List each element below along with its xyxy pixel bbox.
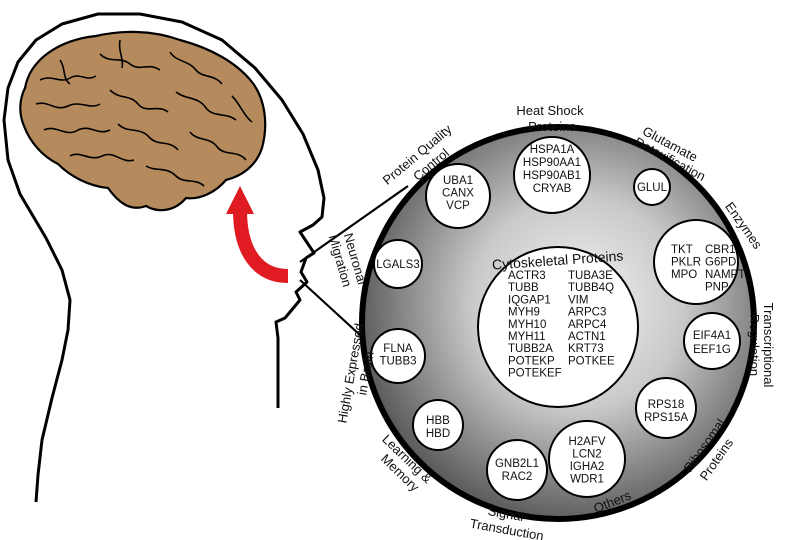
center-gene-right: VIM — [568, 294, 588, 306]
center-gene-left: MYH11 — [508, 331, 546, 343]
center-gene-left: MYH10 — [508, 319, 546, 331]
center-bubble — [477, 246, 639, 408]
gene-label: CANX — [442, 188, 474, 200]
gene-label: RPS15A — [644, 412, 688, 424]
gene-label: NAMPT — [705, 269, 745, 281]
bubble-highly-expressed-brain — [370, 328, 426, 384]
gene-label: EIF4A1 — [693, 330, 731, 342]
bubble-transcriptional-regulation — [683, 312, 741, 370]
center-gene-left: TUBB — [508, 282, 539, 294]
bubble-others — [548, 420, 626, 498]
center-genes-left: ACTR3TUBBIQGAP1MYH9MYH10MYH11TUBB2APOTEK… — [508, 270, 562, 380]
category-label: Signal — [487, 503, 525, 524]
gene-label: G6PD — [705, 257, 736, 269]
category-label: Regulation — [747, 314, 762, 376]
category-label: Heat Shock — [516, 103, 584, 118]
center-gene-right: TUBB4Q — [568, 282, 614, 294]
center-gene-right: ACTN1 — [568, 331, 606, 343]
category-label: Proteins — [528, 119, 576, 134]
gene-label: RPS18 — [648, 399, 684, 411]
gene-label: UBA1 — [443, 175, 473, 187]
gene-label: VCP — [446, 200, 470, 212]
bubble-neuronal-migration — [373, 239, 423, 289]
center-gene-left: IQGAP1 — [508, 294, 551, 306]
center-gene-right: TUBA3E — [568, 270, 613, 282]
center-gene-right: ARPC3 — [568, 307, 606, 319]
gene-label: IGHA2 — [570, 461, 605, 473]
bubble-protein-quality-control — [425, 163, 491, 229]
gene-label: GLUL — [637, 182, 668, 194]
gene-label: HSPA1A — [530, 144, 575, 156]
center-gene-right: POTKEE — [568, 355, 615, 367]
gene-label: TUBB3 — [379, 356, 416, 368]
head-outline — [2, 12, 326, 503]
gene-label: HSP90AA1 — [523, 157, 581, 169]
gene-label: WDR1 — [570, 474, 604, 486]
red-arrow-head — [226, 186, 254, 214]
gene-label: HSP90AB1 — [523, 170, 581, 182]
gene-label: GNB2L1 — [495, 458, 539, 470]
bubble-glutamate-detoxification — [633, 168, 671, 206]
gene-label: CBR1 — [705, 244, 736, 256]
center-gene-left: TUBB2A — [508, 343, 553, 355]
center-gene-left: POTEKEF — [508, 368, 562, 380]
gene-label: CRYAB — [533, 183, 572, 195]
center-gene-right: ARPC4 — [568, 319, 607, 331]
center-gene-left: ACTR3 — [508, 270, 546, 282]
gene-label: PKLR — [671, 257, 701, 269]
bubble-enzymes — [653, 219, 739, 305]
gene-label: PNP — [705, 282, 729, 294]
gene-label: LGALS3 — [376, 259, 419, 271]
center-gene-left: POTEKP — [508, 355, 555, 367]
zoom-line-top — [299, 185, 409, 263]
brain-folds — [35, 39, 253, 187]
gene-label: FLNA — [383, 343, 413, 355]
bubble-ribosomal-proteins — [635, 377, 697, 439]
group-glutamate-detoxification: GLUL — [633, 168, 671, 206]
gene-label: H2AFV — [568, 436, 605, 448]
category-label: Transcriptional — [761, 303, 776, 388]
bubble-learning-memory — [412, 399, 464, 451]
gene-label: RAC2 — [502, 471, 533, 483]
gene-label: HBB — [426, 415, 450, 427]
center-gene-left: MYH9 — [508, 307, 540, 319]
gene-label: LCN2 — [572, 449, 601, 461]
center-genes-right: TUBA3ETUBB4QVIMARPC3ARPC4ACTN1KRT73POTKE… — [568, 270, 615, 367]
red-arrow-shaft — [233, 209, 289, 283]
gene-label: TKT — [671, 244, 693, 256]
center-gene-right: KRT73 — [568, 343, 604, 355]
brain-shape — [19, 30, 267, 212]
bubble-heat-shock — [513, 136, 591, 214]
gene-label: EEF1G — [693, 344, 731, 356]
bubble-signal-transduction — [486, 439, 548, 501]
group-neuronal-migration: LGALS3 — [373, 239, 423, 289]
gene-label: HBD — [426, 428, 450, 440]
gene-label: MPO — [671, 269, 697, 281]
